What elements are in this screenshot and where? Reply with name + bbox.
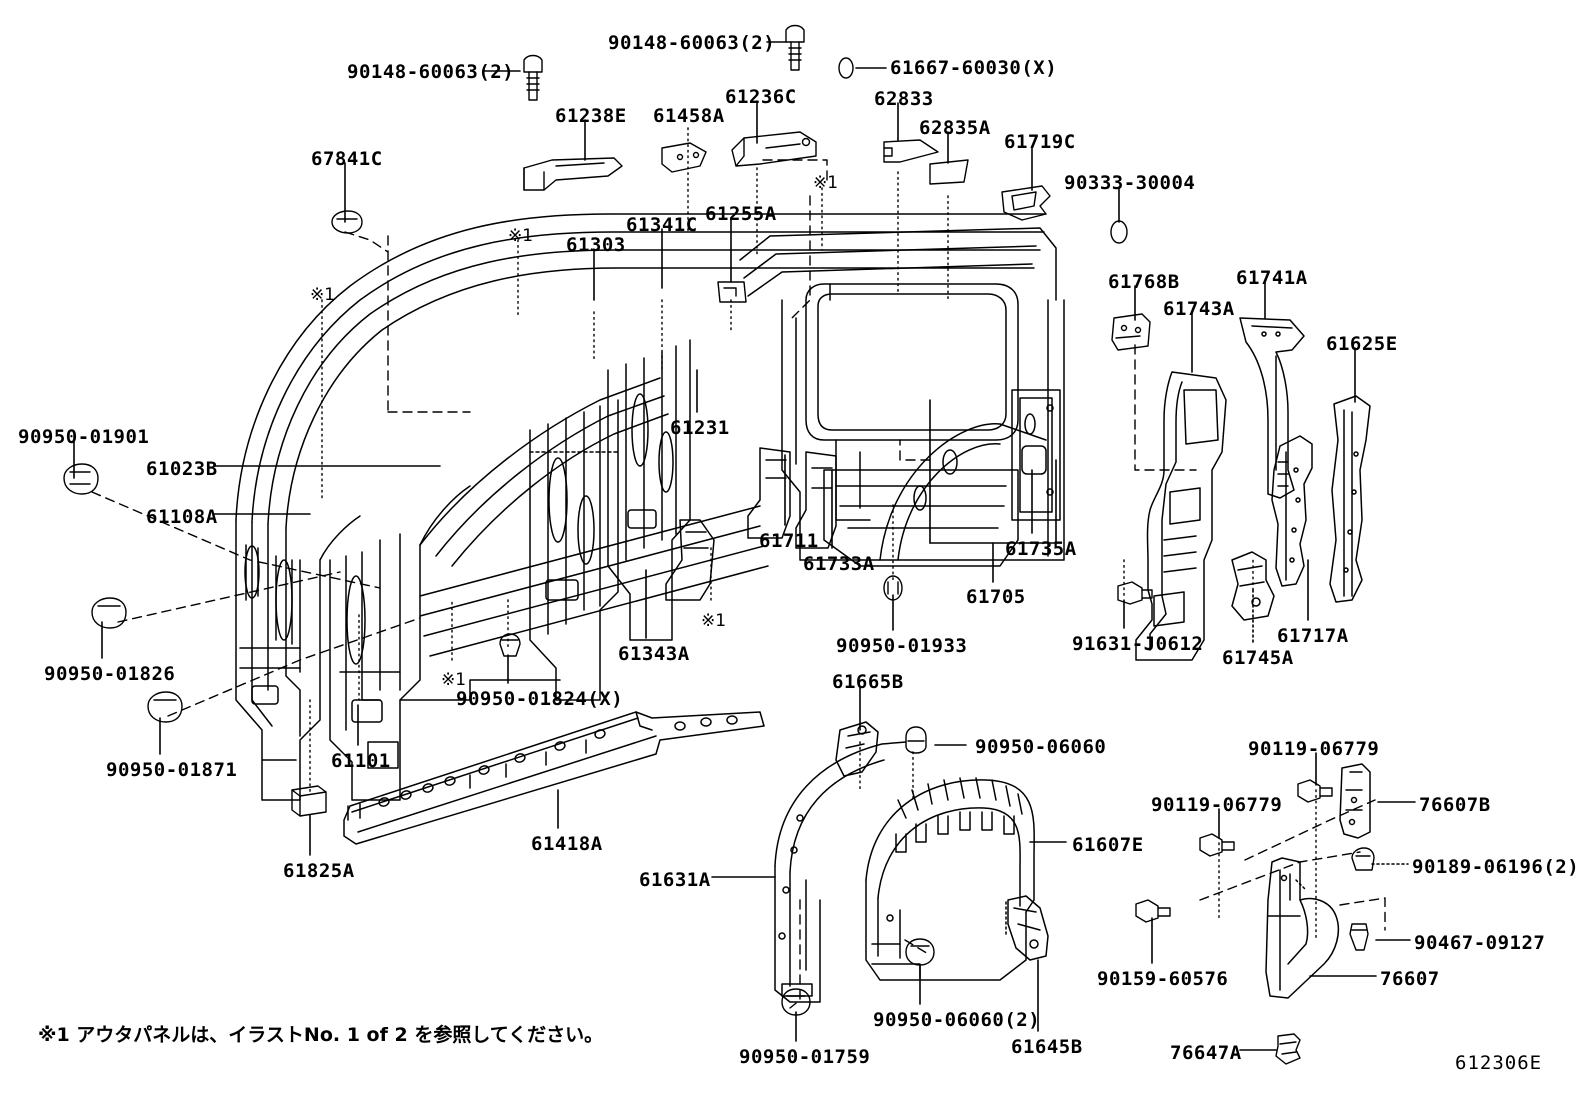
part-number-label[interactable]: 61745A bbox=[1222, 647, 1294, 669]
part-number-label[interactable]: 90950-01901 bbox=[18, 426, 150, 448]
part-number-label[interactable]: 61717A bbox=[1277, 625, 1349, 647]
part-number-label[interactable]: 61238E bbox=[555, 105, 627, 127]
part-number-label[interactable]: 61343A bbox=[618, 643, 690, 665]
part-number-label[interactable]: 90950-01933 bbox=[836, 635, 968, 657]
part-number-label[interactable]: 61303 bbox=[566, 234, 626, 256]
part-number-label[interactable]: 90148-60063(2) bbox=[347, 61, 515, 83]
part-number-label[interactable]: 61667-60030(X) bbox=[890, 57, 1058, 79]
part-number-label[interactable]: 90119-06779 bbox=[1151, 794, 1283, 816]
star-reference-marker: ※1 bbox=[441, 670, 467, 690]
part-number-label[interactable]: 61741A bbox=[1236, 267, 1308, 289]
part-number-label[interactable]: 76647A bbox=[1170, 1042, 1242, 1064]
part-number-label[interactable]: 90119-06779 bbox=[1248, 738, 1380, 760]
part-number-label[interactable]: 61231 bbox=[670, 417, 730, 439]
part-number-label[interactable]: 61768B bbox=[1108, 271, 1180, 293]
part-number-label[interactable]: 61719C bbox=[1004, 131, 1076, 153]
footnote-text: ※1 アウタパネルは、イラストNo. 1 of 2 を参照してください。 bbox=[38, 1024, 604, 1046]
part-number-label[interactable]: 90159-60576 bbox=[1097, 968, 1229, 990]
part-number-label[interactable]: 90950-01824(X) bbox=[456, 688, 624, 710]
part-number-label[interactable]: 61645B bbox=[1011, 1036, 1083, 1058]
part-number-label[interactable]: 61735A bbox=[1005, 538, 1077, 560]
part-number-label[interactable]: 90950-01871 bbox=[106, 759, 238, 781]
part-number-label[interactable]: 90189-06196(2) bbox=[1412, 856, 1580, 878]
part-number-label[interactable]: 90950-06060 bbox=[975, 736, 1107, 758]
part-number-label[interactable]: 62833 bbox=[874, 88, 934, 110]
part-number-label[interactable]: 61631A bbox=[639, 869, 711, 891]
part-number-label[interactable]: 90148-60063(2) bbox=[608, 32, 776, 54]
star-reference-marker: ※1 bbox=[701, 611, 727, 631]
figure-code: 612306E bbox=[1455, 1052, 1543, 1074]
part-number-label[interactable]: 90467-09127 bbox=[1414, 932, 1546, 954]
part-number-label[interactable]: 90333-30004 bbox=[1064, 172, 1196, 194]
part-number-label[interactable]: 61607E bbox=[1072, 834, 1144, 856]
star-reference-marker: ※1 bbox=[310, 285, 336, 305]
part-number-label[interactable]: 61733A bbox=[803, 553, 875, 575]
part-number-label[interactable]: 76607B bbox=[1419, 794, 1491, 816]
part-number-label[interactable]: 61711 bbox=[759, 530, 819, 552]
part-number-label[interactable]: 61418A bbox=[531, 833, 603, 855]
part-number-label[interactable]: 76607 bbox=[1380, 968, 1440, 990]
part-number-label[interactable]: 61743A bbox=[1163, 298, 1235, 320]
part-number-label[interactable]: 62835A bbox=[919, 117, 991, 139]
part-number-label[interactable]: 67841C bbox=[311, 148, 383, 170]
part-number-label[interactable]: 90950-01759 bbox=[739, 1046, 871, 1068]
part-number-label[interactable]: 61255A bbox=[705, 203, 777, 225]
part-number-label[interactable]: 61625E bbox=[1326, 333, 1398, 355]
star-reference-marker: ※1 bbox=[508, 226, 534, 246]
part-number-label[interactable]: 61825A bbox=[283, 860, 355, 882]
part-number-label[interactable]: 61108A bbox=[146, 506, 218, 528]
part-number-label[interactable]: 61705 bbox=[966, 586, 1026, 608]
part-number-label[interactable]: 61236C bbox=[725, 86, 797, 108]
part-number-label[interactable]: 91631-J0612 bbox=[1072, 633, 1204, 655]
part-number-label[interactable]: 61458A bbox=[653, 105, 725, 127]
part-number-label[interactable]: 90950-01826 bbox=[44, 663, 176, 685]
part-number-label[interactable]: 90950-06060(2) bbox=[873, 1009, 1041, 1031]
part-number-label[interactable]: 61023B bbox=[146, 458, 218, 480]
part-number-label[interactable]: 61341C bbox=[626, 214, 698, 236]
part-number-label[interactable]: 61665B bbox=[832, 671, 904, 693]
star-reference-marker: ※1 bbox=[813, 173, 839, 193]
part-number-label[interactable]: 61101 bbox=[331, 750, 391, 772]
